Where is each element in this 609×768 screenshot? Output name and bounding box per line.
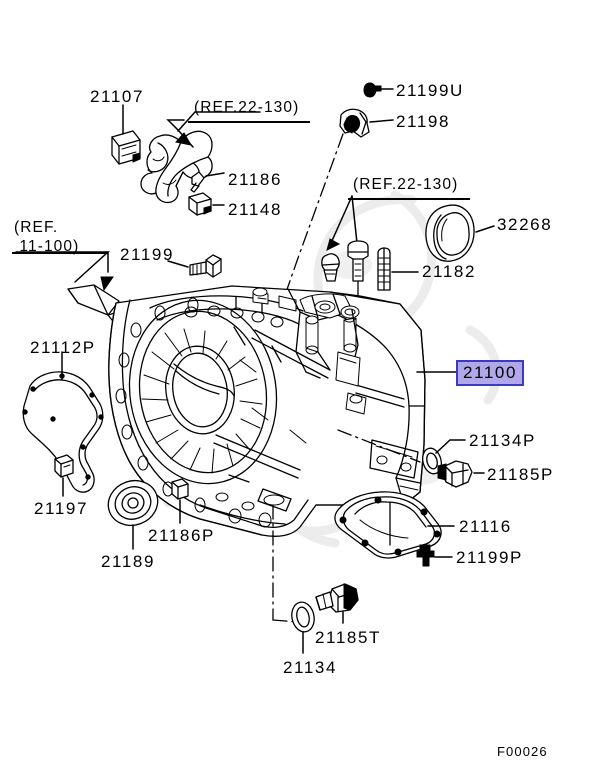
- part-21189-shape: [107, 479, 159, 527]
- callout-21134[interactable]: 21134: [283, 658, 338, 677]
- callout-21185P[interactable]: 21185P: [487, 465, 554, 484]
- underline-ref-22-130-upper: [188, 121, 310, 123]
- callout-21100[interactable]: 21100: [456, 360, 525, 386]
- part-21100-transmission-case: [108, 285, 426, 537]
- part-21182-shape: [377, 247, 391, 291]
- part-21107-shape: [111, 130, 141, 165]
- callout-21197[interactable]: 21197: [34, 499, 89, 518]
- part-32268-shape: [425, 204, 475, 262]
- leader-ref-11-100: [15, 251, 114, 292]
- callout-21199U[interactable]: 21199U: [396, 81, 464, 100]
- part-ball-stud-shape: [321, 253, 340, 282]
- part-21199P-shape: [416, 544, 435, 567]
- part-21186P-shape: [171, 478, 189, 500]
- leader-21134P: [435, 439, 466, 454]
- callout-21116[interactable]: 21116: [459, 517, 512, 536]
- callout-21199[interactable]: 21199: [120, 245, 175, 264]
- callout-ref-22-130-upper[interactable]: (REF.22-130): [194, 99, 300, 116]
- part-21134-shape: [291, 601, 315, 633]
- callout-21148[interactable]: 21148: [228, 200, 283, 219]
- part-21198-shape: [339, 108, 370, 138]
- part-21185T-shape: [315, 583, 359, 613]
- part-21148-shape: [188, 192, 212, 216]
- callout-21185T[interactable]: 21185T: [315, 628, 381, 647]
- part-21199U-shape: [363, 82, 382, 98]
- part-21185P-shape: [437, 460, 473, 488]
- part-21199-shape: [189, 254, 222, 278]
- callout-21134P[interactable]: 21134P: [469, 431, 536, 450]
- callout-21182[interactable]: 21182: [422, 262, 477, 281]
- part-21134P-shape: [422, 447, 442, 475]
- underline-ref-11-100: [12, 252, 108, 254]
- leader-ref-22-130-upper: [166, 111, 261, 148]
- part-21186-shape: [190, 171, 205, 193]
- callout-21186P[interactable]: 21186P: [148, 526, 215, 545]
- axis-line-21198: [283, 133, 344, 299]
- part-21197-shape: [54, 454, 74, 478]
- callout-21198[interactable]: 21198: [396, 112, 451, 131]
- part-plug-shape: [347, 240, 369, 282]
- leader-21198: [369, 119, 394, 123]
- underline-ref-22-130-right: [348, 198, 470, 200]
- callout-32268[interactable]: 32268: [497, 215, 553, 234]
- callout-21186[interactable]: 21186: [228, 170, 283, 189]
- callout-21107[interactable]: 21107: [90, 87, 145, 106]
- part-21116-shape: [334, 491, 442, 559]
- callout-ref-22-130-right[interactable]: (REF.22-130): [353, 176, 459, 193]
- callout-21112P[interactable]: 21112P: [30, 338, 96, 357]
- leader-21199: [167, 260, 189, 268]
- axis-line-21134P: [337, 429, 421, 463]
- diagram-footer-code: F00026: [497, 744, 548, 759]
- leader-32268: [475, 225, 495, 233]
- leader-21186: [205, 172, 225, 177]
- callout-21189[interactable]: 21189: [101, 552, 156, 571]
- callout-21199P[interactable]: 21199P: [456, 548, 523, 567]
- callout-ref-11-100[interactable]: (REF. 11-100): [14, 219, 80, 256]
